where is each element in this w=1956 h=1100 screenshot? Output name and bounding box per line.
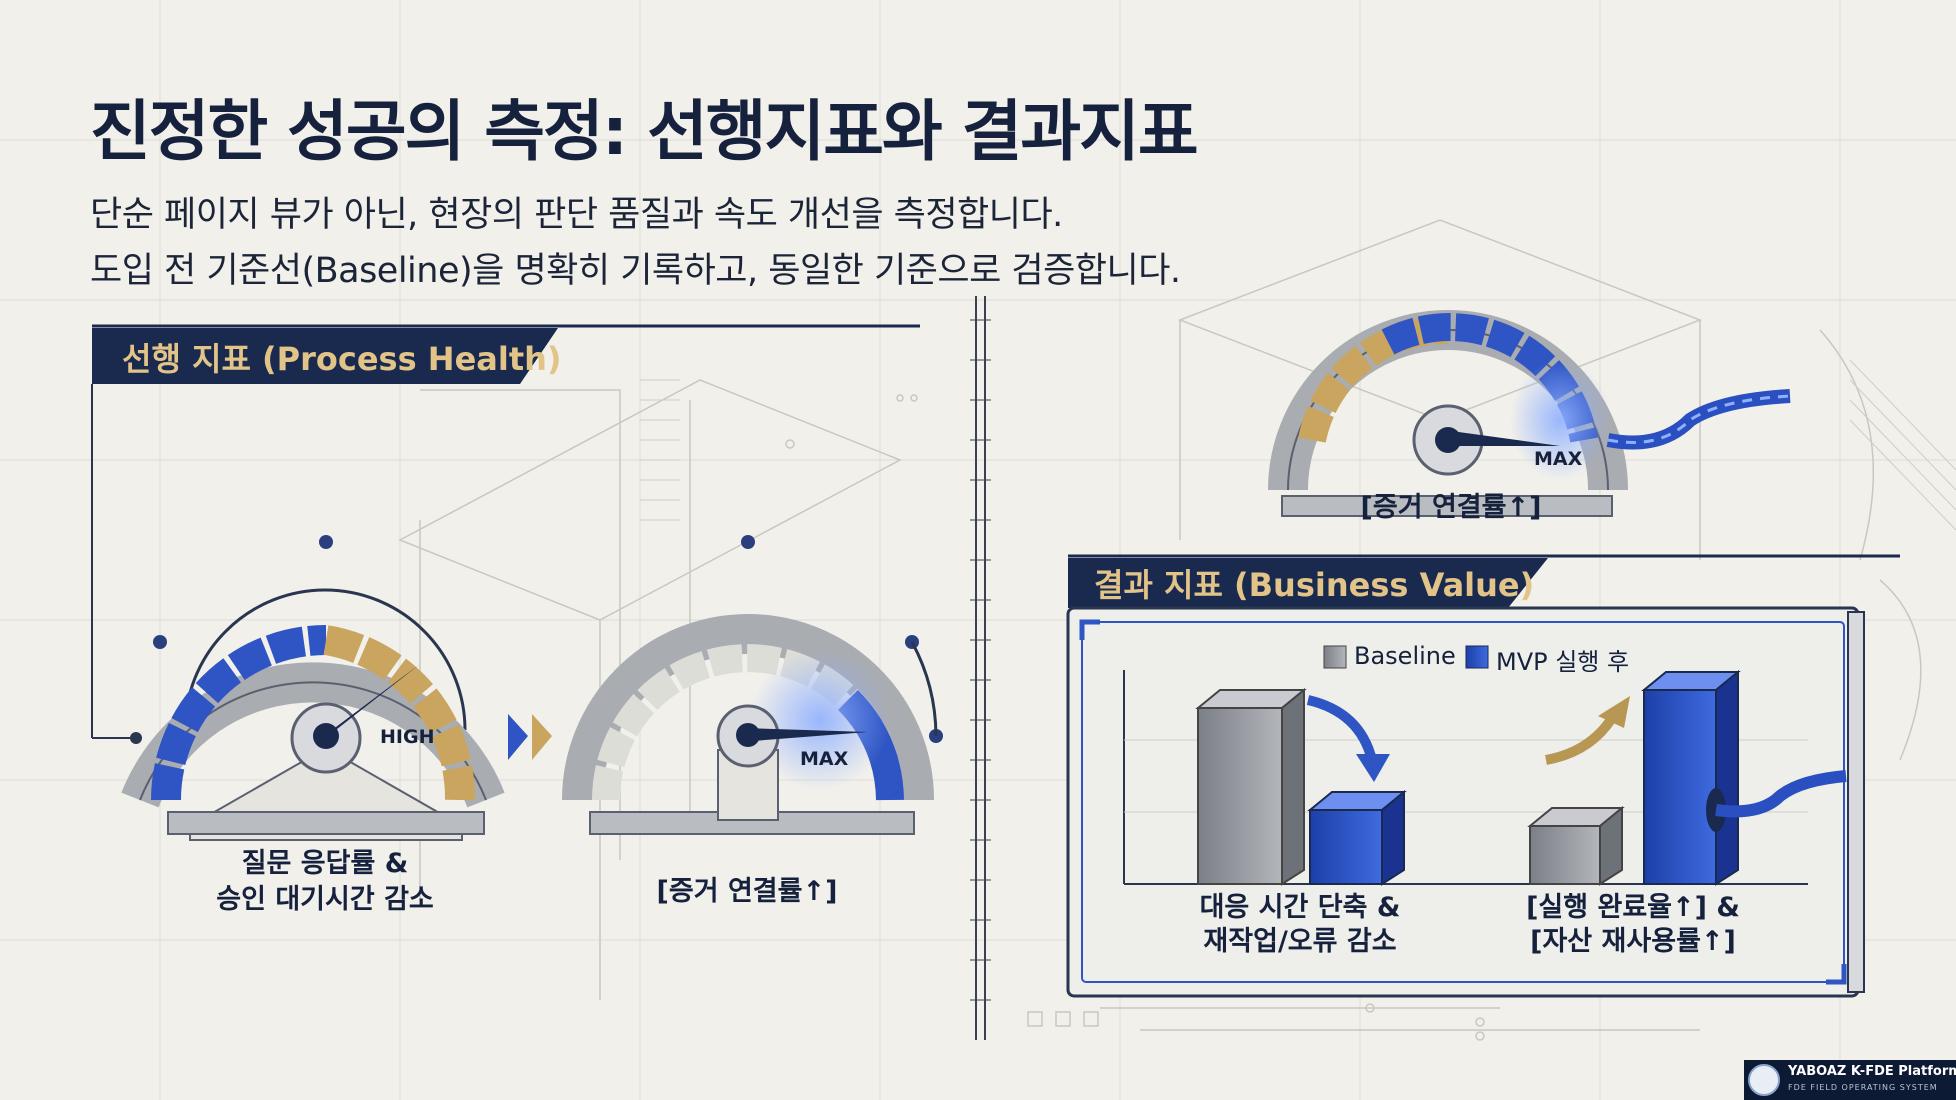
center-divider (975, 296, 986, 1040)
group1-caption-line2: 재작업/오류 감소 (1203, 926, 1397, 957)
gauge-high-dial (121, 535, 505, 841)
subtitle-line1: 단순 페이지 뷰가 아닌, 현장의 판단 품질과 속도 개선을 측정합니다. (90, 195, 1063, 235)
legend-mvp-label: MVP 실행 후 (1496, 648, 1630, 676)
group2-caption-line2: [자산 재사용률↑] (1530, 926, 1736, 957)
footer-brand: YABOAZ K-FDE Platform FDE FIELD OPERATIN… (1744, 1060, 1956, 1100)
hatched-block (640, 359, 1956, 531)
leading-banner-shape (91, 324, 920, 744)
gauge-max-label: MAX (800, 748, 849, 770)
center-divider-ticks (970, 319, 991, 1001)
group1-caption-line1: 대응 시간 단축 & (1199, 892, 1401, 923)
gauge-top-max-dial (1268, 310, 1791, 517)
gauge-high-caption-line1: 질문 응답률 & (241, 848, 409, 879)
page-title: 진정한 성공의 측정: 선행지표와 결과지표 (90, 93, 1199, 170)
gauge-max-dial (562, 535, 943, 835)
gauge-top-max-label: MAX (1534, 448, 1583, 470)
brand-logo-icon (1748, 1064, 1780, 1096)
bar-group1-baseline (1195, 687, 1307, 886)
gauge-max-caption: [증거 연결률↑] (656, 876, 838, 907)
bar-group2-mvp (1641, 669, 1847, 886)
footer-subtitle: FDE FIELD OPERATING SYSTEM (1788, 1083, 1938, 1092)
outcome-banner-title: 결과 지표 (Business Value) (1094, 566, 1535, 604)
legend-swatches (1323, 645, 1489, 669)
background-sketch (398, 219, 1922, 1041)
gauge-high-label: HIGH (380, 726, 435, 748)
leading-banner-title: 선행 지표 (Process Health) (122, 340, 562, 378)
gauge-high-caption-line2: 승인 대기시간 감소 (216, 884, 434, 915)
outcome-banner-shape (1068, 554, 1900, 608)
up-arrow-icon (1545, 696, 1630, 765)
bar-group2-baseline (1527, 805, 1625, 886)
legend-baseline-label: Baseline (1354, 642, 1456, 670)
group2-caption-line1: [실행 완료율↑] & (1526, 892, 1740, 923)
down-arrow-icon (1306, 695, 1390, 782)
bar-group1-mvp (1307, 789, 1407, 886)
footer-title: YABOAZ K-FDE Platform (1788, 1064, 1956, 1079)
subtitle-line2: 도입 전 기준선(Baseline)을 명확히 기록하고, 동일한 기준으로 검… (90, 251, 1181, 291)
chevron-arrow (508, 714, 552, 760)
gauge-top-max-caption: [증거 연결률↑] (1360, 492, 1542, 523)
